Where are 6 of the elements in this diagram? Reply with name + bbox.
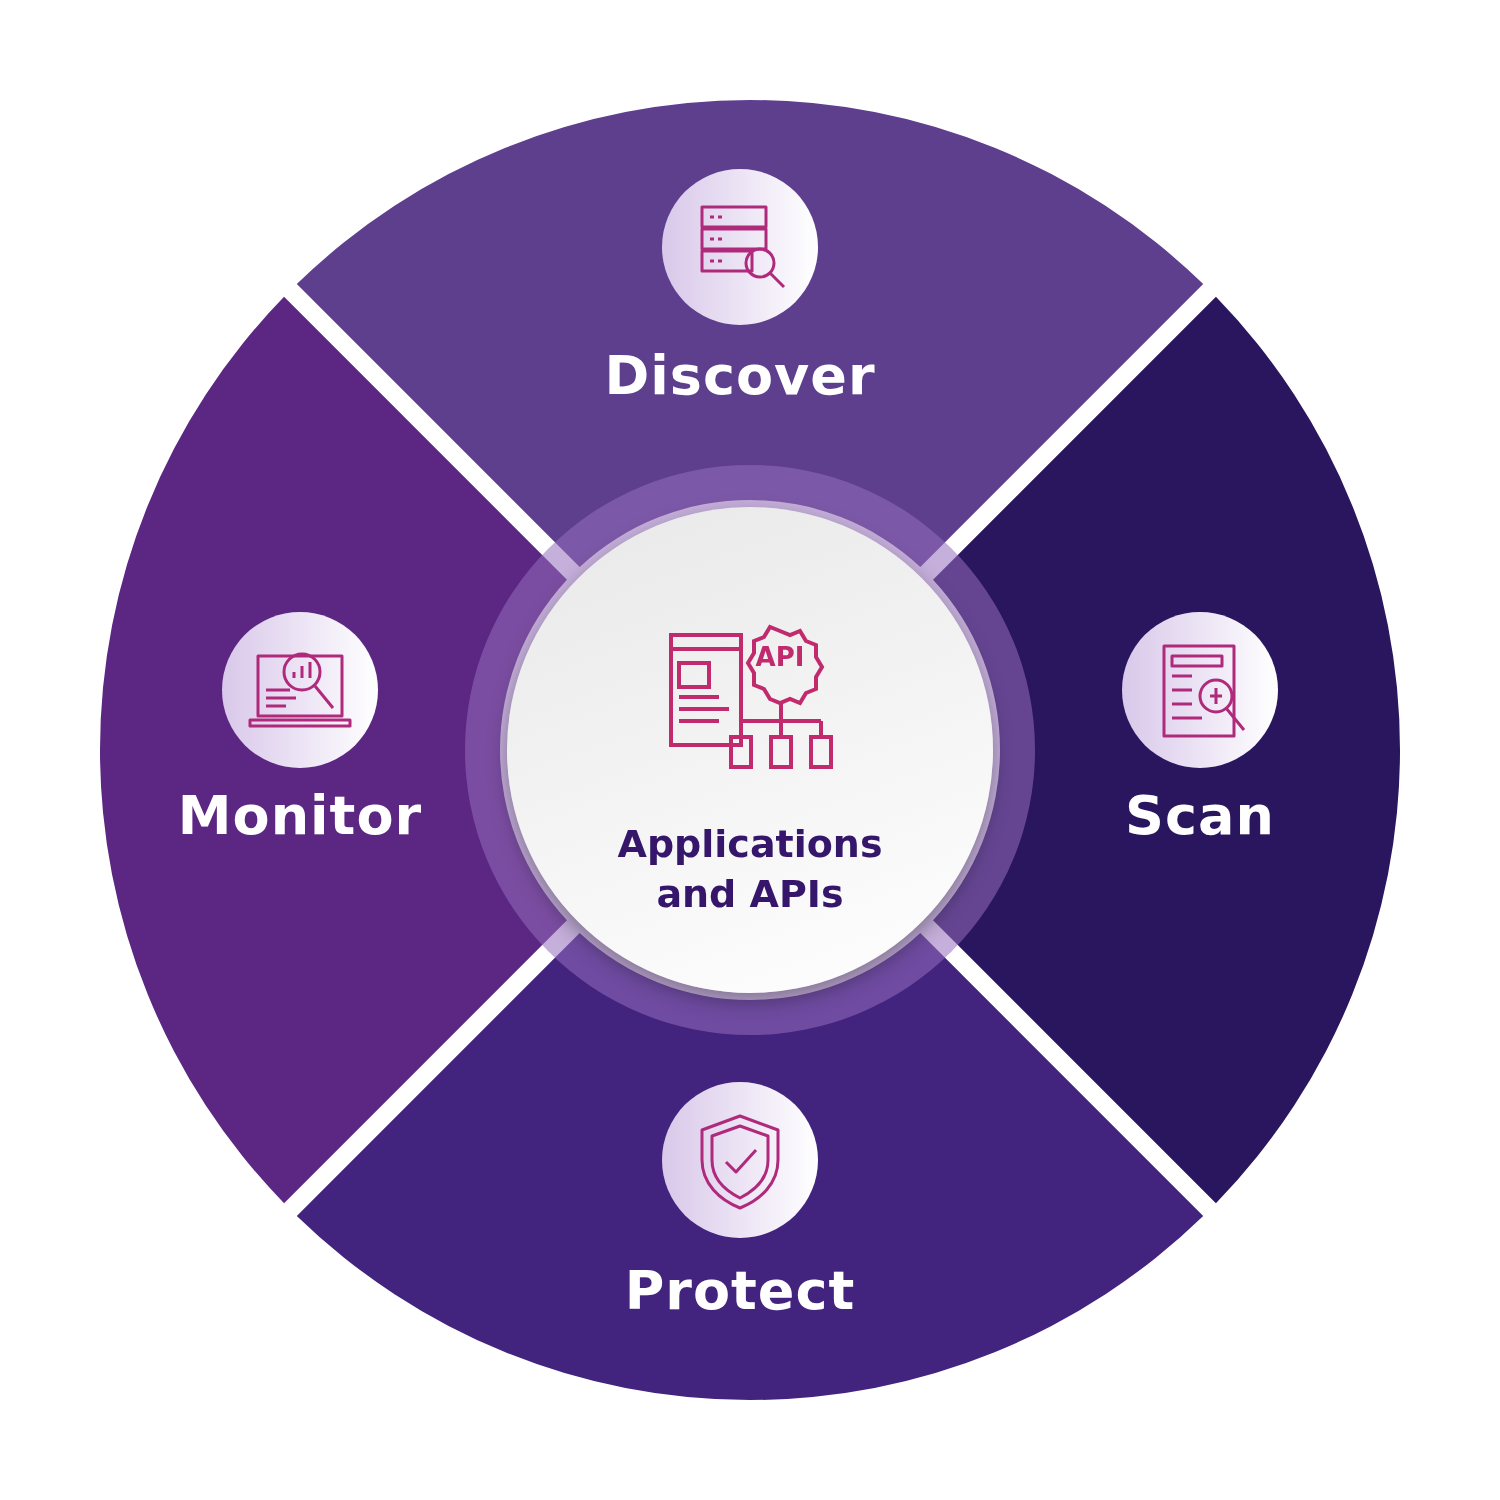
segment-title: Protect — [624, 1258, 856, 1322]
segment-title: Scan — [1125, 783, 1275, 847]
segment-title: Monitor — [177, 783, 423, 847]
center-title: Applications and APIs — [616, 821, 884, 918]
segment-title: Discover — [604, 343, 876, 407]
icon-caption: API — [754, 642, 806, 672]
